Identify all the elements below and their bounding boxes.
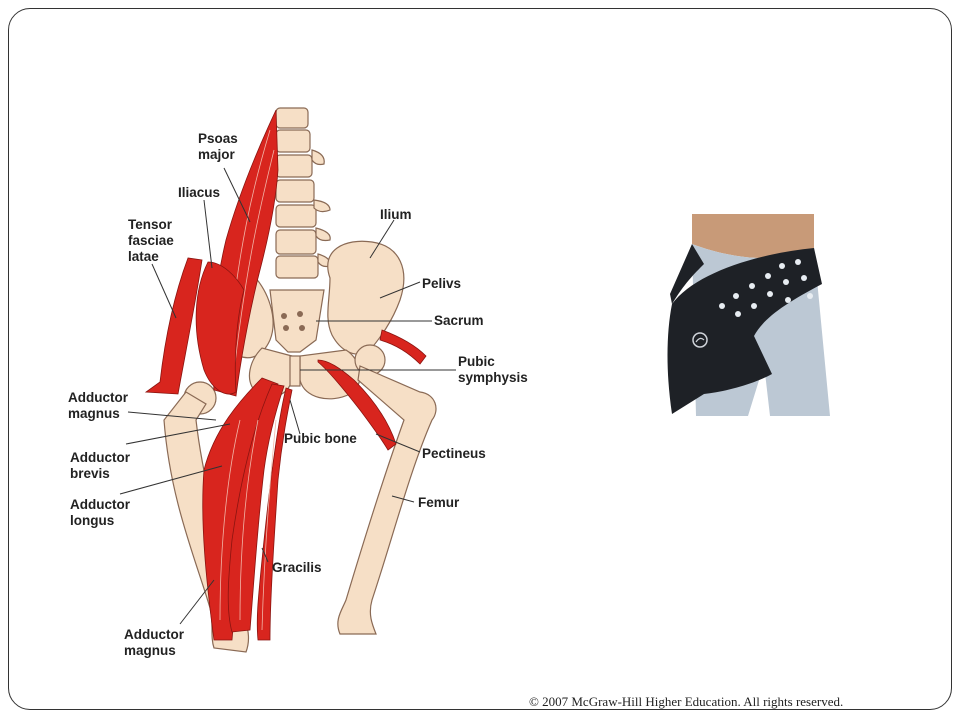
tensor-fasciae-latae-muscle xyxy=(146,258,202,394)
label-sacrum: Sacrum xyxy=(434,313,484,328)
label-femur: Femur xyxy=(418,495,460,510)
lumbar-spine xyxy=(276,108,330,278)
label-pelvis: Pelivs xyxy=(422,276,461,291)
label-adductor-magnus-lower: Adductor magnus xyxy=(124,627,188,658)
label-pectineus: Pectineus xyxy=(422,446,486,461)
copyright-notice: © 2007 McGraw-Hill Higher Education. All… xyxy=(529,694,843,710)
label-gracilis: Gracilis xyxy=(272,560,322,575)
label-adductor-magnus-upper: Adductor magnus xyxy=(68,390,132,421)
label-pubic-symphysis: Pubic symphysis xyxy=(458,354,528,385)
label-pubic-bone: Pubic bone xyxy=(284,431,357,446)
label-tensor-fasciae-latae: Tensor fasciae latae xyxy=(128,217,178,264)
label-adductor-brevis: Adductor brevis xyxy=(70,450,134,481)
hip-support-photo xyxy=(664,214,836,416)
label-adductor-longus: Adductor longus xyxy=(70,497,134,528)
label-iliacus: Iliacus xyxy=(178,185,220,200)
label-psoas-major: Psoas major xyxy=(198,131,242,162)
label-ilium: Ilium xyxy=(380,207,412,222)
right-hip-muscle xyxy=(380,330,426,364)
